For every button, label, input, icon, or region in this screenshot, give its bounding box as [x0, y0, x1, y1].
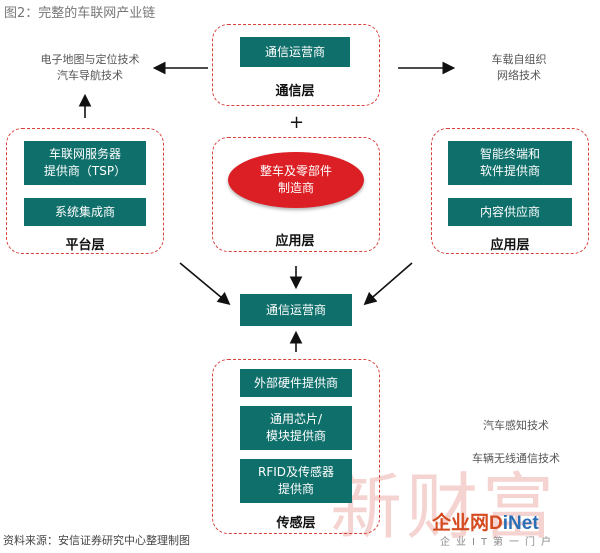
- terminal-software-provider-box: 智能终端和 软件提供商: [448, 141, 572, 185]
- arrow-right-to-operator: [363, 262, 413, 306]
- enet-logo-cn: 企业网: [432, 513, 490, 534]
- system-integrator-box: 系统集成商: [24, 198, 146, 226]
- enet-logo: 企业网DiNet: [432, 508, 539, 535]
- chip-module-provider-box: 通用芯片/ 模块提供商: [240, 406, 352, 450]
- arrow-left-to-operator: [179, 262, 231, 306]
- source-note: 资料来源：安信证券研究中心整理制图: [3, 534, 190, 547]
- sensing-layer-group: [212, 359, 380, 534]
- watermark-text: 新财富: [330, 465, 559, 549]
- sensing-layer-label: 传感层: [276, 516, 316, 531]
- map-navigation-tech-text: 电子地图与定位技术 汽车导航技术: [40, 53, 140, 82]
- app-layer-center-group: [212, 137, 380, 252]
- content-provider-box: 内容供应商: [448, 198, 572, 226]
- enet-logo-slogan: 企业IT第一门户: [440, 537, 558, 548]
- app-layer-center-label: 应用层: [275, 234, 315, 249]
- vehicle-wireless-comm-tech-text: 车辆无线通信技术: [472, 452, 560, 465]
- vehicle-parts-manufacturer-ellipse: 整车及零部件 制造商: [228, 152, 364, 208]
- comm-layer-label: 通信层: [275, 84, 315, 99]
- rfid-sensor-provider-box: RFID及传感器 提供商: [240, 459, 352, 503]
- platform-layer-group: [6, 128, 164, 254]
- comm-layer-group: [212, 24, 380, 106]
- external-hardware-provider-box: 外部硬件提供商: [240, 369, 352, 397]
- plus-sign: +: [289, 112, 305, 133]
- adhoc-network-tech-text: 车载自组织 网络技术: [491, 53, 547, 82]
- center-comm-operator-box: 通信运营商: [240, 294, 352, 326]
- platform-layer-label: 平台层: [65, 238, 105, 253]
- app-layer-right-group: [431, 128, 589, 254]
- enet-logo-inet: iNet: [502, 513, 539, 534]
- tsp-provider-box: 车联网服务器 提供商（TSP）: [24, 141, 146, 185]
- app-layer-right-label: 应用层: [490, 238, 530, 253]
- figure-title: 图2：完整的车联网产业链: [4, 6, 156, 21]
- enet-logo-d: D: [489, 513, 503, 534]
- vehicle-sensing-tech-text: 汽车感知技术: [483, 419, 549, 432]
- comm-operator-box: 通信运营商: [240, 37, 350, 67]
